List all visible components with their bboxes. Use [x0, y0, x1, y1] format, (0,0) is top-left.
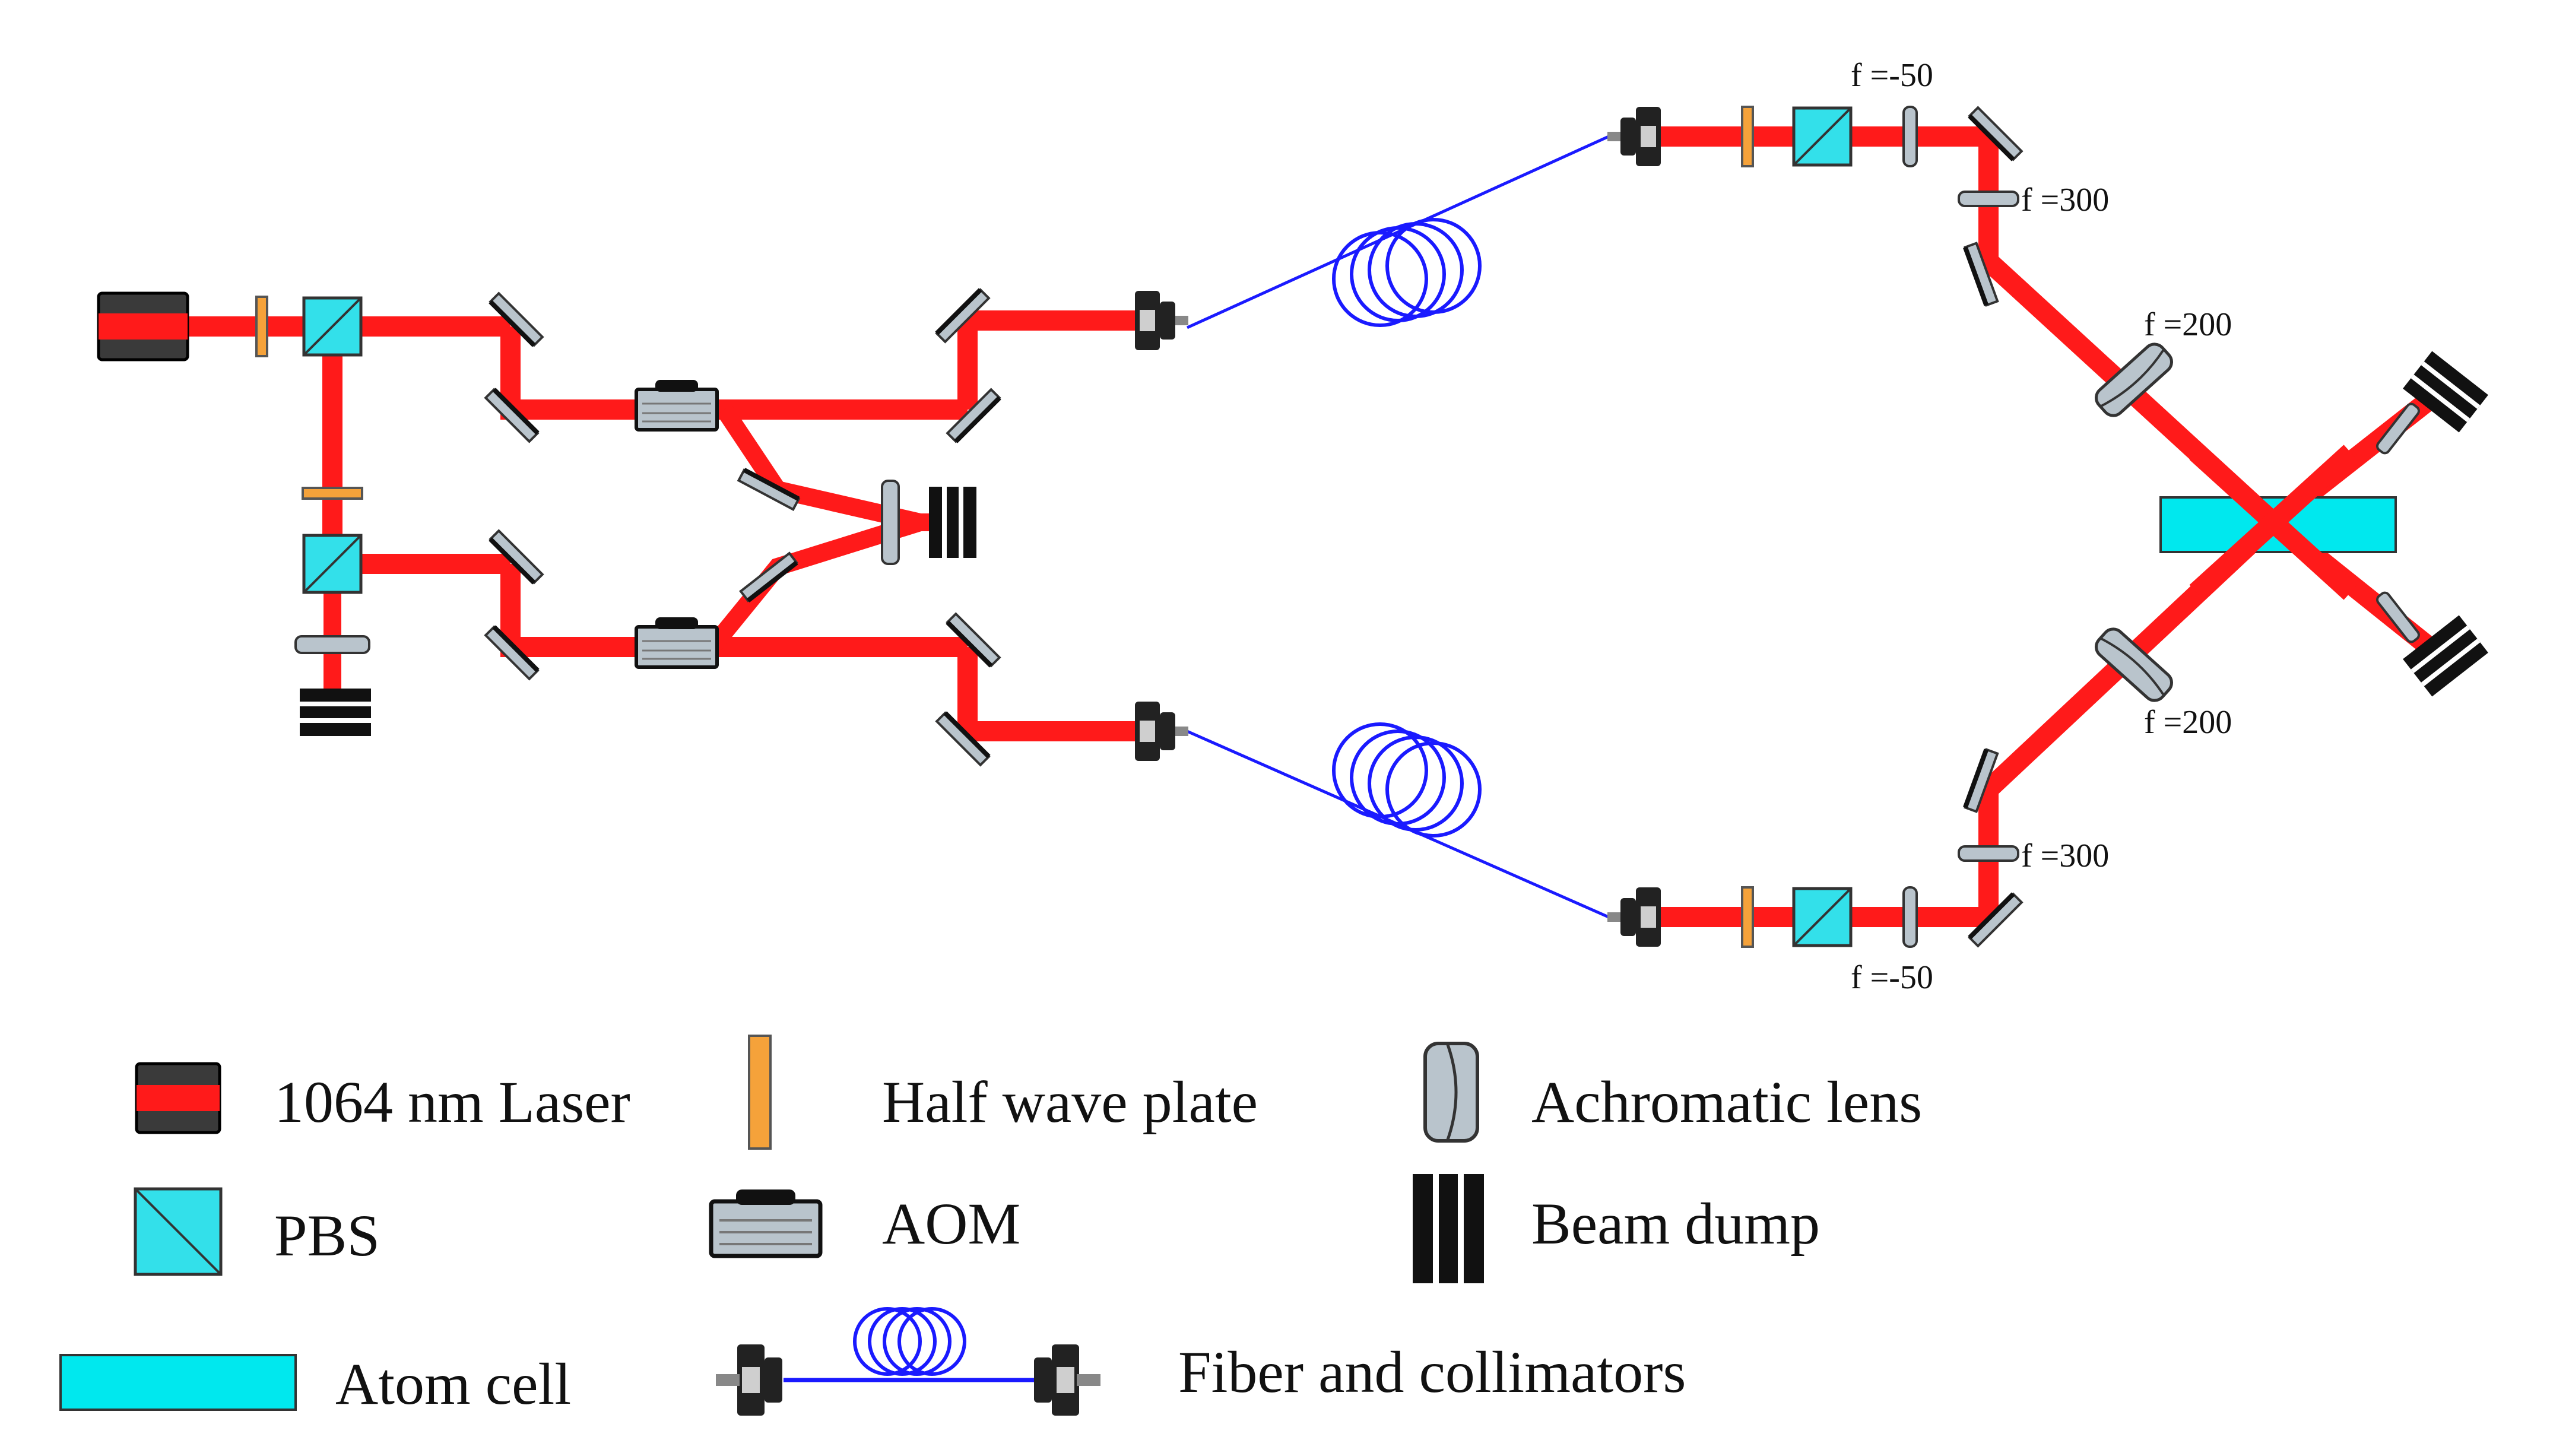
mirror: [737, 468, 801, 511]
aom: [635, 380, 719, 432]
lens: [294, 635, 370, 654]
mirror: [484, 625, 540, 681]
fiber-collimator: [1607, 107, 1661, 166]
legend-fiber-label: Fiber and collimators: [1178, 1339, 1686, 1405]
laser-source: [97, 291, 189, 361]
mirror: [1968, 892, 2023, 948]
mirror: [935, 711, 991, 767]
legend-pbs-label: PBS: [274, 1203, 380, 1268]
lens: [2376, 402, 2420, 455]
mirror: [1968, 106, 2023, 161]
legend-laser-label: 1064 nm Laser: [274, 1069, 630, 1135]
legend-achromatic-lens-label: Achromatic lens: [1531, 1069, 1922, 1135]
optical-fibers: [1186, 135, 1610, 919]
legend-half-wave-plate-icon: [748, 1035, 772, 1150]
aom: [635, 617, 719, 669]
half-wave-plate: [1741, 886, 1754, 948]
legend-beam-dump-label: Beam dump: [1531, 1191, 1820, 1257]
legend-pbs-icon: [134, 1187, 223, 1276]
fiber-coil-upper: [1385, 218, 1482, 314]
fiber-coil-lower: [1368, 735, 1464, 832]
lens-label-bottom-200: f =200: [2144, 704, 2232, 741]
lens-label-top-200: f =200: [2144, 306, 2232, 343]
beam-dump: [929, 487, 976, 558]
lens-label-top-300: f =300: [2021, 182, 2109, 218]
legend-half-wave-plate-label: Half wave plate: [882, 1069, 1258, 1135]
mirror: [1963, 242, 1999, 307]
fiber-collimator: [1135, 291, 1188, 350]
legend-atom-cell-icon: [59, 1354, 297, 1411]
legend-aom-label: AOM: [882, 1191, 1020, 1257]
legend-laser-icon: [135, 1062, 221, 1134]
lens-label-bottom-neg: f =-50: [1851, 959, 1933, 996]
legend: 1064 nm Laser PBS Atom cell Half wave pl…: [59, 1035, 1922, 1417]
pbs-cube: [302, 296, 363, 357]
half-wave-plate: [255, 296, 268, 357]
legend-beam-dump-icon: [1413, 1174, 1484, 1283]
fiber-coil-lower: [1332, 722, 1428, 819]
lens: [1902, 886, 1918, 948]
legend-collimator-left: [716, 1344, 782, 1416]
mirror: [489, 291, 544, 347]
beam-crossing: [2189, 445, 2358, 600]
half-wave-plate: [302, 487, 363, 500]
mirror: [935, 288, 991, 344]
fiber-collimator: [1607, 887, 1661, 947]
mirror: [946, 612, 1001, 668]
mirror: [739, 551, 798, 603]
legend-collimator-right: [1034, 1344, 1100, 1416]
beam-upper-to-aom: [500, 326, 968, 420]
fiber-line-upper: [1186, 135, 1610, 329]
half-wave-plate: [1741, 106, 1754, 167]
lens-label-bottom-300: f =300: [2021, 838, 2109, 874]
legend-fiber-icon: [716, 1307, 1100, 1416]
beam-dump: [2403, 351, 2488, 433]
pbs-cube: [1792, 887, 1853, 947]
fiber-coil-lower: [1385, 741, 1482, 838]
legend-atom-cell-label: Atom cell: [335, 1351, 571, 1417]
fiber-coil-upper: [1350, 226, 1446, 322]
curved-mirror: [881, 480, 900, 565]
legend-aom-icon: [709, 1189, 823, 1258]
lens: [1958, 191, 2019, 207]
beam-dump: [2403, 615, 2488, 697]
fiber-coil-lower: [1350, 729, 1446, 826]
mirror: [1963, 748, 1999, 813]
fiber-collimator: [1135, 702, 1188, 761]
laser-beams: [189, 126, 2437, 927]
pbs-cube: [302, 534, 363, 594]
achromatic-lens: [2095, 342, 2173, 417]
achromatic-lens: [2095, 627, 2173, 702]
mirror: [484, 388, 540, 443]
beam-dump: [300, 689, 371, 736]
pbs-cube: [1792, 106, 1853, 167]
lens: [1902, 106, 1918, 167]
mirror: [946, 388, 1001, 443]
lens: [2376, 591, 2420, 643]
legend-achromatic-lens-icon: [1423, 1042, 1479, 1143]
lens-label-top-neg: f =-50: [1851, 57, 1933, 94]
fiber-coil-upper: [1368, 222, 1464, 318]
fiber-coil-upper: [1332, 231, 1428, 327]
mirror: [489, 529, 544, 585]
beam-lower-to-collimator: [957, 647, 1157, 741]
lens: [1958, 845, 2019, 862]
